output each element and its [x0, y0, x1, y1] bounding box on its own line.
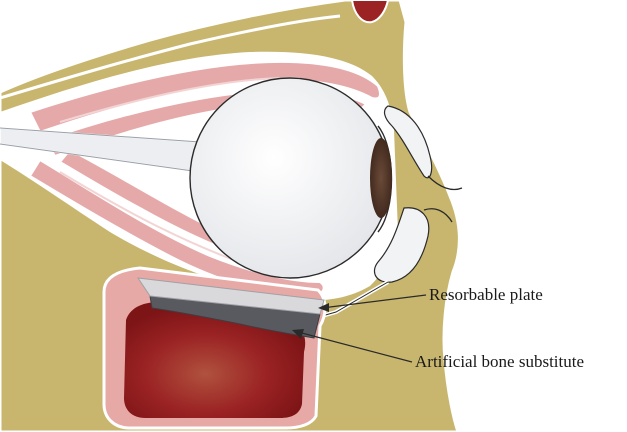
iris [370, 138, 392, 218]
artificial-bone-substitute-label: Artificial bone substitute [415, 353, 584, 370]
resorbable-plate-label: Resorbable plate [429, 286, 543, 303]
eyeball [190, 78, 390, 278]
